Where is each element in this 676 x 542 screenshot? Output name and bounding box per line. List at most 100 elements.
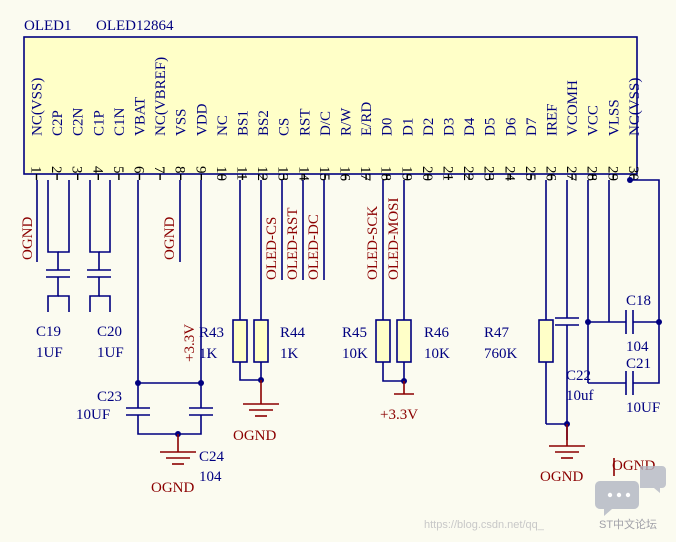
pin-20-number: 20 — [419, 166, 435, 181]
pin-3-number: 3 — [69, 166, 85, 174]
junction-pin30 — [627, 177, 633, 183]
c22-value: 10uf — [566, 388, 594, 404]
r44-ref: R44 — [280, 325, 306, 341]
net-label-ognd-r43: OGND — [233, 428, 276, 444]
net-label-ognd-r47: OGND — [540, 469, 583, 485]
c23-ref: C23 — [97, 389, 122, 405]
pin-2-name: C2P — [50, 110, 66, 136]
pin-11-name: BS1 — [236, 110, 252, 136]
wire-c20-bot2 — [99, 295, 111, 312]
r45-body — [375, 319, 391, 363]
pin-8-name: VSS — [174, 108, 190, 136]
pin-8-number: 8 — [172, 166, 188, 174]
r43-ref: R43 — [199, 325, 224, 341]
wire-c20-bot — [89, 277, 100, 312]
pin-23-name: D5 — [483, 118, 499, 136]
pin-21-number: 21 — [440, 166, 456, 181]
pin-5-number: 5 — [110, 166, 126, 174]
junction-vbat — [135, 380, 141, 386]
wire-c19-top2 — [58, 180, 70, 253]
pin-27-name: VCOMH — [565, 80, 581, 136]
c19-ref: C19 — [36, 324, 61, 340]
pin-15-name: D/C — [318, 111, 334, 136]
r43-body — [232, 319, 248, 363]
pin-4-name: C1P — [91, 110, 107, 136]
wire-r43-r44-bot — [239, 362, 262, 381]
c18-ref: C18 — [626, 293, 651, 309]
pin-22-number: 22 — [460, 166, 476, 181]
c18-value: 104 — [626, 339, 649, 355]
pin-29-name: VLSS — [606, 99, 622, 136]
pin-19-name: D1 — [400, 118, 416, 136]
c22-ref: C22 — [566, 368, 591, 384]
wire-r45-r46-bot — [382, 362, 405, 382]
net-label-ognd-c23: OGND — [151, 480, 194, 496]
pin-16-name: R/W — [339, 107, 355, 136]
wire-c19-bot2 — [58, 295, 70, 312]
pin-17-name: E/RD — [359, 102, 375, 136]
c21-ref: C21 — [626, 356, 651, 372]
r46-body — [396, 319, 412, 363]
pin-20-name: D2 — [421, 118, 437, 136]
pin-13-name: CS — [277, 118, 293, 136]
c19-value: 1UF — [36, 345, 63, 361]
pin-13-number: 13 — [275, 166, 291, 181]
pin-27-number: 27 — [563, 166, 579, 182]
watermark-brand: ST中文论坛 — [599, 517, 657, 531]
pin-26-number: 26 — [543, 166, 559, 182]
pin-1-name: NC(VSS) — [30, 78, 46, 136]
net-label-3v3-r45: +3.3V — [380, 407, 418, 423]
chat-bubble-back-icon — [640, 466, 666, 493]
pin-25-number: 25 — [522, 166, 538, 181]
wire-c20-top — [89, 180, 100, 270]
watermark-url: https://blog.csdn.net/qq_ — [424, 519, 545, 531]
oled-module-body — [23, 36, 638, 175]
r45-ref: R45 — [342, 325, 367, 341]
pin-28-number: 28 — [584, 166, 600, 181]
c24-ref: C24 — [199, 449, 225, 465]
pin-2-number: 2 — [48, 166, 64, 174]
pin-14-number: 14 — [295, 166, 311, 182]
pin-23-number: 23 — [481, 166, 497, 181]
component-part: OLED12864 — [96, 18, 174, 34]
pin-25-name: D7 — [524, 117, 540, 136]
c20-value: 1UF — [97, 345, 124, 361]
pin-3-name: C2N — [71, 107, 87, 136]
junction-vdd — [198, 380, 204, 386]
pin-26-name: IREF — [545, 103, 561, 136]
pin-7-number: 7 — [151, 166, 167, 174]
pin-18-name: D0 — [380, 118, 396, 136]
wire-c19-bot — [47, 277, 59, 312]
pin-4-number: 4 — [89, 166, 105, 174]
pin-5-name: C1N — [112, 107, 128, 136]
net-label-oled-dc: OLED-DC — [306, 214, 322, 280]
chat-dot-1 — [607, 492, 613, 498]
watermark: https://blog.csdn.net/qq_ ST中文论坛 — [424, 466, 666, 531]
c24-value: 104 — [199, 469, 222, 485]
pin-12-name: BS2 — [256, 110, 272, 136]
pin-22-name: D4 — [462, 117, 478, 136]
net-label-ognd-pin8: OGND — [162, 217, 178, 260]
pin-11-number: 11 — [234, 166, 250, 180]
net-label-oled-mosi: OLED-MOSI — [386, 198, 402, 281]
net-label-oled-rst: OLED-RST — [285, 208, 301, 281]
pin-24-number: 24 — [501, 166, 517, 182]
c21-value: 10UF — [626, 400, 660, 416]
chat-dot-2 — [616, 492, 622, 498]
component-designator: OLED1 — [24, 18, 72, 34]
c20-ref: C20 — [97, 324, 122, 340]
wire-c21-right — [630, 179, 660, 384]
pin-7-name: NC(VBREF) — [153, 57, 169, 136]
r43-value: 1K — [199, 346, 218, 362]
pin-6-number: 6 — [131, 166, 147, 174]
pin-14-name: RST — [297, 108, 313, 136]
pin-group: 1NC(VSS)2C2P3C2N4C1P5C1N6VBAT7NC(VBREF)8… — [28, 57, 643, 182]
pin-24-name: D6 — [503, 117, 519, 136]
wire-c23-c24-bot — [137, 415, 202, 435]
r44-body — [253, 319, 269, 363]
r45-value: 10K — [342, 346, 368, 362]
pin-16-number: 16 — [337, 166, 353, 182]
pin-12-number: 12 — [254, 166, 270, 181]
r46-value: 10K — [424, 346, 450, 362]
